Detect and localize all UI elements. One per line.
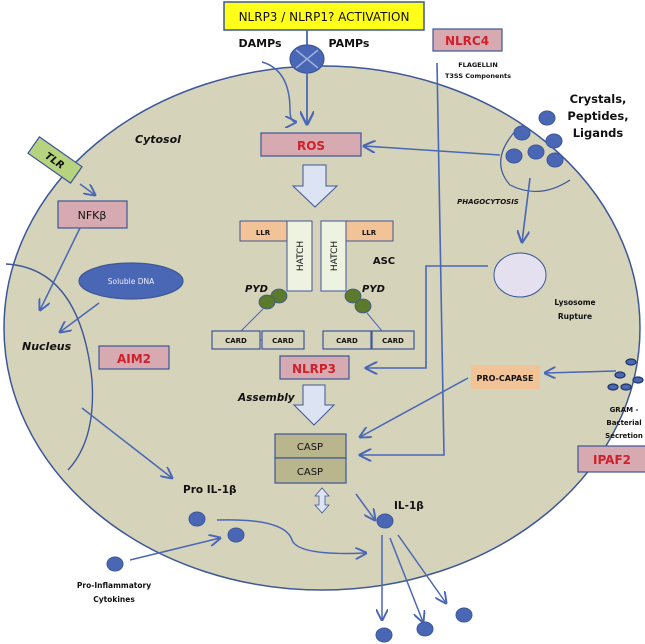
ipaf2-label: IPAF2	[593, 453, 631, 467]
double-arrow	[314, 487, 330, 514]
card-label-3: CARD	[382, 337, 404, 345]
aim2-box: AIM2	[98, 345, 170, 370]
card-label-0: CARD	[225, 337, 247, 345]
gram-label-2: Secretion	[605, 432, 643, 440]
nlrc4-box: NLRC4	[432, 28, 503, 52]
crystals-label-2: Ligands	[573, 126, 624, 140]
nucleus-boundary	[5, 263, 94, 471]
asc-complex: LLR HATCH HATCH LLR ASC PYD PYD CARD CAR…	[211, 220, 415, 350]
soluble-dna-label: Soluble DNA	[108, 277, 155, 286]
gram-label-0: GRAM -	[610, 406, 639, 414]
il1b-particle	[376, 513, 394, 529]
nlrp3-label: NLRP3	[292, 362, 336, 376]
ros-label: ROS	[297, 139, 325, 153]
llr-left-label: LLR	[256, 229, 271, 237]
nucleus-label: Nucleus	[22, 340, 72, 353]
cytosol-label: Cytosol	[135, 133, 181, 146]
cytokines-label-1: Cytokines	[93, 595, 135, 604]
nlrp3-box: NLRP3	[279, 355, 350, 380]
title-box: NLRP3 / NLRP1? ACTIVATION	[223, 1, 425, 31]
soluble-dna: Soluble DNA	[78, 262, 184, 300]
asc-label: ASC	[373, 256, 395, 267]
nlrc4-label: NLRC4	[445, 34, 489, 48]
lysosome-label-0: Lysosome	[554, 298, 595, 307]
phagocytosis-label: PHAGOCYTOSIS	[457, 198, 519, 206]
card-label-2: CARD	[336, 337, 358, 345]
lysosome-label-1: Rupture	[558, 312, 592, 321]
ros-box: ROS	[260, 132, 362, 157]
pro-capase-label: PRO-CAPASE	[477, 374, 534, 383]
aim2-label: AIM2	[117, 352, 151, 366]
cytokines-label-0: Pro-Inflammatory	[77, 581, 151, 590]
tlr-receptor: TLR	[27, 136, 83, 184]
cytokine-particle-inside	[227, 527, 245, 543]
secreted-il1b-particles	[375, 607, 473, 643]
title-label: NLRP3 / NLRP1? ACTIVATION	[239, 10, 410, 24]
caspase-complex: CASP CASP	[274, 433, 347, 484]
hatch-right-label: HATCH	[330, 241, 340, 271]
gram-label-1: Bacterial	[606, 419, 641, 427]
crystals-label-1: Peptides,	[567, 109, 628, 123]
hatch-left-label: HATCH	[296, 241, 306, 271]
llr-right-label: LLR	[362, 229, 377, 237]
block-arrow-assembly	[292, 384, 336, 426]
pro-il1b-particle	[188, 511, 206, 527]
cytokine-particle-outside	[106, 556, 124, 572]
block-arrow-down	[291, 164, 339, 208]
assembly-label: Assembly	[237, 392, 296, 404]
pyd-right-label: PYD	[362, 284, 385, 295]
pro-il1b-label: Pro IL-1β	[183, 484, 237, 496]
nfkb-label: NFKβ	[78, 209, 107, 222]
pyd-left-label: PYD	[245, 284, 268, 295]
pro-capase-box: PRO-CAPASE	[471, 365, 540, 389]
ipaf2-box: IPAF2	[577, 445, 645, 473]
t3ss-label: T3SS Components	[445, 72, 511, 80]
bacteria-particles	[607, 358, 644, 391]
crystals-label-0: Crystals,	[570, 92, 627, 106]
receptor-icon	[289, 44, 325, 74]
crystal-particles	[505, 110, 564, 168]
flagellin-label: FLAGELLIN	[458, 61, 498, 69]
card-label-1: CARD	[272, 337, 294, 345]
lysosome	[493, 252, 547, 298]
pamps-label: PAMPs	[329, 37, 370, 50]
casp-top-label: CASP	[297, 442, 323, 453]
il1b-label: IL-1β	[394, 500, 424, 512]
damps-label: DAMPs	[238, 37, 281, 50]
phagosome-boundary	[500, 127, 571, 193]
nfkb-box: NFKβ	[57, 200, 128, 229]
casp-bottom-label: CASP	[297, 467, 323, 478]
